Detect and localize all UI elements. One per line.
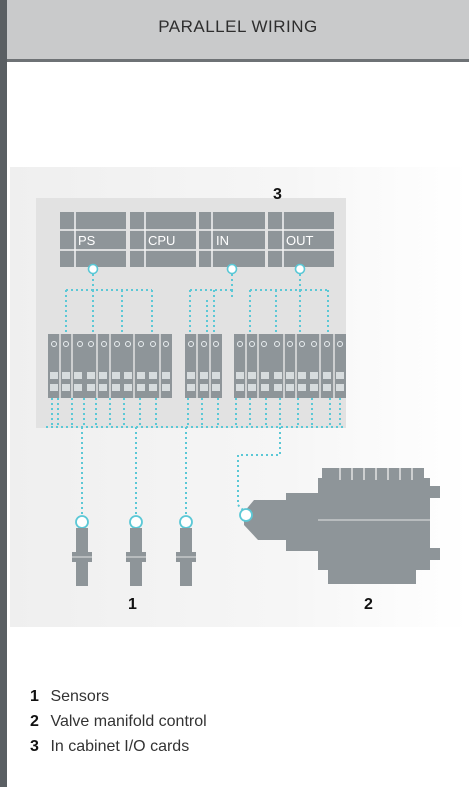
terminal-modules [48,334,346,398]
field-wiring [81,427,281,516]
card-connector-rings [87,263,306,275]
io-card-ps: PS [60,212,126,267]
card-label-ps: PS [78,233,96,248]
io-card-out: OUT [268,212,334,267]
card-label-in: IN [216,233,229,248]
legend-label: Valve manifold control [50,713,207,730]
legend-number: 3 [30,738,39,755]
io-card-cpu: CPU [130,212,196,267]
legend-item: 3 In cabinet I/O cards [30,734,207,759]
card-label-out: OUT [286,233,314,248]
callout-sensors: 1 [128,596,137,613]
sensor-3 [176,515,196,586]
legend: 1 Sensors 2 Valve manifold control 3 In … [30,684,207,759]
io-card-in: IN [199,212,265,267]
valve-manifold [239,468,440,584]
sensor-2 [126,515,146,586]
card-label-cpu: CPU [148,233,175,248]
left-border [0,0,7,787]
page-title: PARALLEL WIRING [158,16,318,36]
callout-cabinet: 3 [273,186,282,203]
legend-item: 1 Sensors [30,684,207,709]
sensor-1 [72,515,92,586]
header-bar: PARALLEL WIRING [7,0,469,62]
callout-valve-manifold: 2 [364,596,373,613]
cabinet-wiring [46,274,346,428]
legend-label: In cabinet I/O cards [50,738,190,755]
legend-item: 2 Valve manifold control [30,709,207,734]
legend-number: 1 [30,688,39,705]
legend-label: Sensors [50,688,110,705]
legend-number: 2 [30,713,39,730]
